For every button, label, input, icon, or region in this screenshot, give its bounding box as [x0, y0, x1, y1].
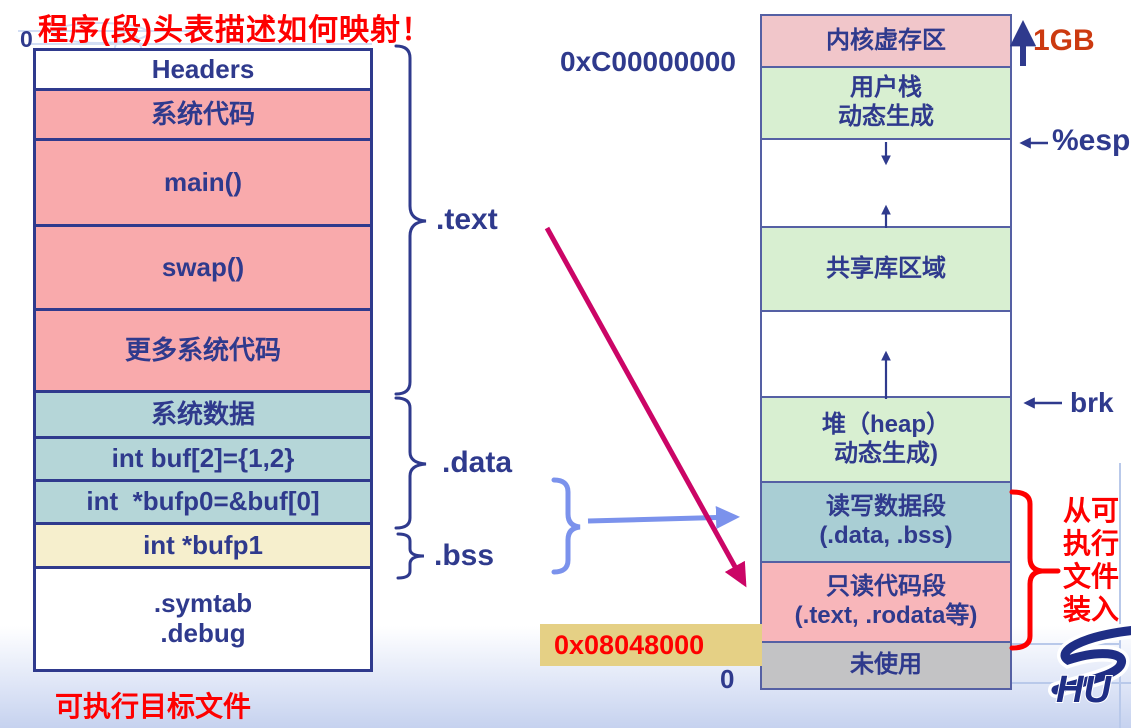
row-label: int *bufp0=&buf[0]	[86, 486, 320, 517]
load-note-line: 装入	[1063, 594, 1120, 625]
row-label: 系统数据	[150, 398, 255, 429]
brk-pointer-label: brk	[1070, 387, 1114, 418]
row-label: swap()	[161, 251, 245, 282]
row-main: main()	[36, 141, 370, 227]
kernel-boundary-address: 0xC00000000	[560, 46, 736, 77]
row-label: 更多系统代码	[124, 334, 281, 365]
row-label: int buf[2]={1,2}	[111, 443, 295, 474]
load-note-line: 文件	[1063, 561, 1120, 592]
mem-rw-segment: 读写数据段 (.data, .bss)	[762, 483, 1010, 563]
load-from-executable-brace	[1009, 489, 1043, 651]
memory-map-diagram: 内核虚存区 用户栈 动态生成 共享库区域 堆（heap） 动态生成) 读写数据段…	[760, 14, 1012, 690]
row-label: main()	[164, 166, 242, 197]
bss-section-brace	[396, 532, 425, 580]
section-label-text: .text	[436, 203, 498, 236]
mem-label: 共享库区域	[826, 254, 946, 282]
mem-label: 堆（heap）	[821, 410, 950, 438]
load-from-executable-note: 从可 执行 文件 装入	[1063, 494, 1119, 626]
section-label-data: .data	[442, 446, 513, 479]
data-mapping-arrow	[587, 506, 740, 530]
row-symtab-debug: .symtab .debug	[36, 569, 370, 669]
text-section-brace	[394, 44, 427, 396]
load-note-line: 执行	[1063, 528, 1120, 559]
mem-label: 读写数据段	[826, 493, 946, 521]
row-swap: swap()	[36, 227, 370, 311]
kernel-size-label: 1GB	[1033, 24, 1095, 57]
mem-label: 用户栈	[850, 74, 922, 102]
section-label-bss: .bss	[434, 539, 495, 572]
university-logo-icon: HU	[1048, 622, 1131, 712]
mem-unused: 未使用	[762, 643, 1010, 688]
mem-label: 内核虚存区	[826, 26, 946, 54]
load-note-line: 从可	[1063, 495, 1120, 526]
memory-zero-label: 0	[720, 664, 735, 694]
mem-gap-heap	[762, 312, 1010, 398]
mem-label: 动态生成	[838, 103, 934, 130]
row-label: 系统代码	[150, 98, 255, 129]
mem-ro-segment: 只读代码段 (.text, .rodata等)	[762, 563, 1010, 643]
mem-label: (.text, .rodata等)	[794, 602, 978, 629]
mem-label: 只读代码段	[826, 573, 946, 601]
row-bufp0: int *bufp0=&buf[0]	[36, 482, 370, 525]
row-label: .symtab	[153, 588, 253, 619]
row-buf: int buf[2]={1,2}	[36, 439, 370, 482]
text-mapping-arrow	[544, 226, 747, 588]
mem-label: 未使用	[850, 651, 922, 679]
logo-text: HU	[1056, 669, 1112, 711]
mem-user-stack: 用户栈 动态生成	[762, 68, 1010, 140]
data-section-brace	[394, 396, 427, 530]
row-headers: Headers	[36, 51, 370, 91]
row-system-code: 系统代码	[36, 91, 370, 141]
row-system-data: 系统数据	[36, 393, 370, 439]
row-label: Headers	[151, 53, 255, 84]
esp-register-label: %esp	[1052, 124, 1131, 157]
mem-kernel: 内核虚存区	[762, 16, 1010, 68]
data-bss-group-brace	[551, 477, 581, 575]
object-file-caption: 可执行目标文件	[55, 691, 252, 722]
mem-label: 动态生成)	[834, 439, 938, 467]
mem-heap: 堆（heap） 动态生成)	[762, 398, 1010, 483]
page-title: 程序(段)头表描述如何映射！	[38, 14, 432, 47]
row-more-system-code: 更多系统代码	[36, 311, 370, 393]
row-bufp1: int *bufp1	[36, 525, 370, 569]
load-base-address: 0x08048000	[540, 624, 762, 666]
mem-gap-stack-shlib	[762, 140, 1010, 228]
object-file-origin-label: 0	[20, 26, 33, 52]
mem-label: (.data, .bss)	[819, 522, 953, 549]
row-label: int *bufp1	[143, 529, 263, 560]
object-file-diagram: Headers 系统代码 main() swap() 更多系统代码 系统数据 i…	[33, 48, 373, 672]
mem-shared-lib: 共享库区域	[762, 228, 1010, 312]
row-label: .debug	[160, 618, 246, 648]
